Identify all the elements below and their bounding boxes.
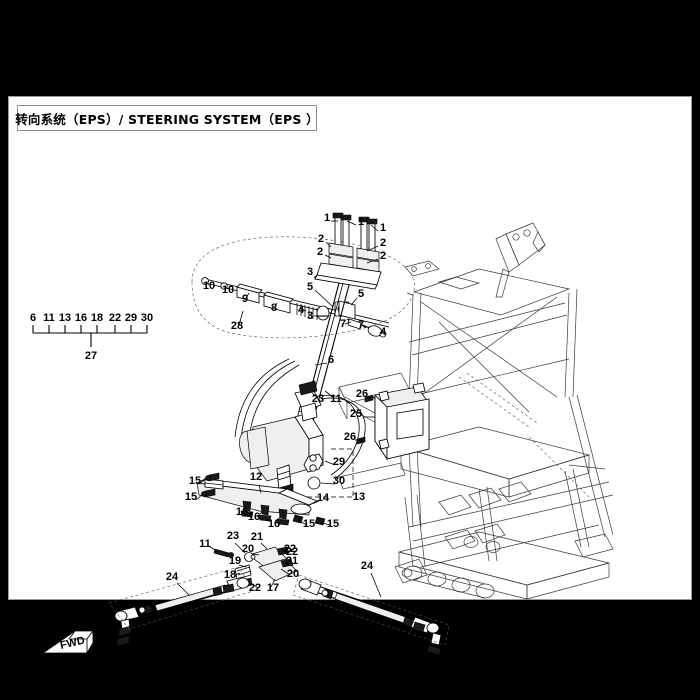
callout-upper-shaft-4-3: 4 xyxy=(380,326,387,338)
callout-upper-shaft-9-9: 9 xyxy=(242,293,248,305)
kit-item-30: 30 xyxy=(141,312,153,324)
handlebar-clamp-assembly xyxy=(314,212,382,290)
callout-column-and-gearbox-15-9: 15 xyxy=(185,491,197,503)
chassis-frame-illustration xyxy=(338,222,614,600)
callout-upper-shaft-8-8: 8 xyxy=(271,302,277,314)
callout-column-and-gearbox-23-1: 23 xyxy=(312,393,324,405)
callout-column-and-gearbox-15-8: 15 xyxy=(189,475,201,487)
callout-tie-rods-21-8: 21 xyxy=(286,555,298,567)
eps-ecu-module xyxy=(356,382,430,461)
right-tie-rod xyxy=(292,574,450,656)
callout-ecu-26-2: 26 xyxy=(344,431,356,443)
callout-tie-rods-24-13: 24 xyxy=(361,560,374,572)
steering-parts-illustration: FWD xyxy=(41,212,454,658)
kit-item-18: 18 xyxy=(91,312,103,324)
callout-tie-rods-21-14: 21 xyxy=(132,634,144,646)
callout-tie-rods-22-9: 22 xyxy=(284,543,296,555)
callout-column-and-gearbox-12-3: 12 xyxy=(250,471,262,483)
callout-tie-rods-22-15: 22 xyxy=(98,636,110,648)
callout-handlebar-clamp-1-1: 1 xyxy=(358,216,364,228)
callout-tie-rods-22-11: 22 xyxy=(249,582,261,594)
callout-tie-rods-22-17: 22 xyxy=(451,639,463,651)
kit-item-13: 13 xyxy=(59,312,71,324)
callout-column-and-gearbox-14-5: 14 xyxy=(317,492,330,504)
callout-tie-rods-20-6: 20 xyxy=(287,568,299,580)
leader-lines xyxy=(108,220,454,651)
callout-column-and-gearbox-16-12: 16 xyxy=(236,506,248,518)
callout-handlebar-clamp-1-0: 1 xyxy=(324,212,330,224)
callout-upper-shaft-5-4: 5 xyxy=(307,281,313,293)
page-title: 转向系统（EPS）/ STEERING SYSTEM（EPS ） xyxy=(15,111,319,127)
callout-upper-shaft-3-0: 3 xyxy=(307,266,313,278)
callout-column-and-gearbox-15-11: 15 xyxy=(327,518,339,530)
callout-handlebar-clamp-1-2: 1 xyxy=(380,222,386,234)
callout-tie-rods-17-2: 17 xyxy=(267,582,279,594)
callout-tie-rods-20-5: 20 xyxy=(242,543,254,555)
callout-handlebar-clamp-2-5: 2 xyxy=(380,237,386,249)
callout-tie-rods-18-3: 18 xyxy=(224,569,236,581)
callout-column-and-gearbox-11-2: 11 xyxy=(330,393,342,405)
left-tie-rod xyxy=(108,566,254,658)
coupler-and-oring xyxy=(303,453,324,490)
callout-column-and-gearbox-16-14: 16 xyxy=(268,518,280,530)
callout-upper-shaft-10-10: 10 xyxy=(203,280,215,292)
fwd-label: FWD xyxy=(59,635,86,652)
callout-column-and-gearbox-15-10: 15 xyxy=(303,518,315,530)
callout-ecu-26-1: 26 xyxy=(356,388,368,400)
callout-handlebar-clamp-2-6: 2 xyxy=(380,250,386,262)
eps-gearbox-assembly xyxy=(239,380,324,499)
callout-column-and-gearbox-30-7: 30 xyxy=(333,475,345,487)
callout-tie-rods-21-7: 21 xyxy=(251,531,263,543)
callout-upper-shaft-3-1: 3 xyxy=(307,310,313,322)
callout-upper-shaft-28-12: 28 xyxy=(231,320,243,332)
callout-tie-rods-21-16: 21 xyxy=(451,626,463,638)
kit-number: 27 xyxy=(85,350,97,362)
callout-tie-rods-23-1: 23 xyxy=(227,530,239,542)
kit-bracket-graphic: 6 11 13 16 18 22 29 30 27 xyxy=(30,312,153,362)
kit-item-16: 16 xyxy=(75,312,87,324)
callout-ecu-25-0: 25 xyxy=(350,408,362,420)
callout-upper-shaft-10-11: 10 xyxy=(222,284,234,296)
callout-tie-rods-24-12: 24 xyxy=(166,571,179,583)
callout-column-and-gearbox-29-6: 29 xyxy=(333,456,345,468)
callout-handlebar-clamp-2-4: 2 xyxy=(317,246,323,258)
kit-item-11: 11 xyxy=(43,312,55,324)
callout-tie-rods-11-0: 11 xyxy=(199,538,211,550)
callout-tie-rods-22-10: 22 xyxy=(286,546,298,558)
kit-item-22: 22 xyxy=(109,312,121,324)
forward-direction-arrow: FWD xyxy=(41,629,94,655)
callout-tie-rods-19-4: 19 xyxy=(229,555,241,567)
callout-upper-shaft-4-2: 4 xyxy=(298,304,305,316)
diagram-panel: 转向系统（EPS）/ STEERING SYSTEM（EPS ） xyxy=(8,96,692,658)
callout-upper-shaft-7-6: 7 xyxy=(340,318,346,330)
callout-upper-shaft-5-5: 5 xyxy=(358,288,364,300)
callout-handlebar-clamp-2-3: 2 xyxy=(318,233,324,245)
callout-column-and-gearbox-6-0: 6 xyxy=(328,354,334,366)
kit-item-29: 29 xyxy=(125,312,137,324)
wiring-harness xyxy=(234,358,366,480)
callout-upper-shaft-7-7: 7 xyxy=(358,319,364,331)
kit-item-6: 6 xyxy=(30,312,36,324)
handlebar-outline xyxy=(191,236,415,339)
diagram-title-box: 转向系统（EPS）/ STEERING SYSTEM（EPS ） xyxy=(15,105,319,131)
callout-column-and-gearbox-16-13: 16 xyxy=(248,511,260,523)
callout-column-and-gearbox-13-4: 13 xyxy=(353,491,365,503)
